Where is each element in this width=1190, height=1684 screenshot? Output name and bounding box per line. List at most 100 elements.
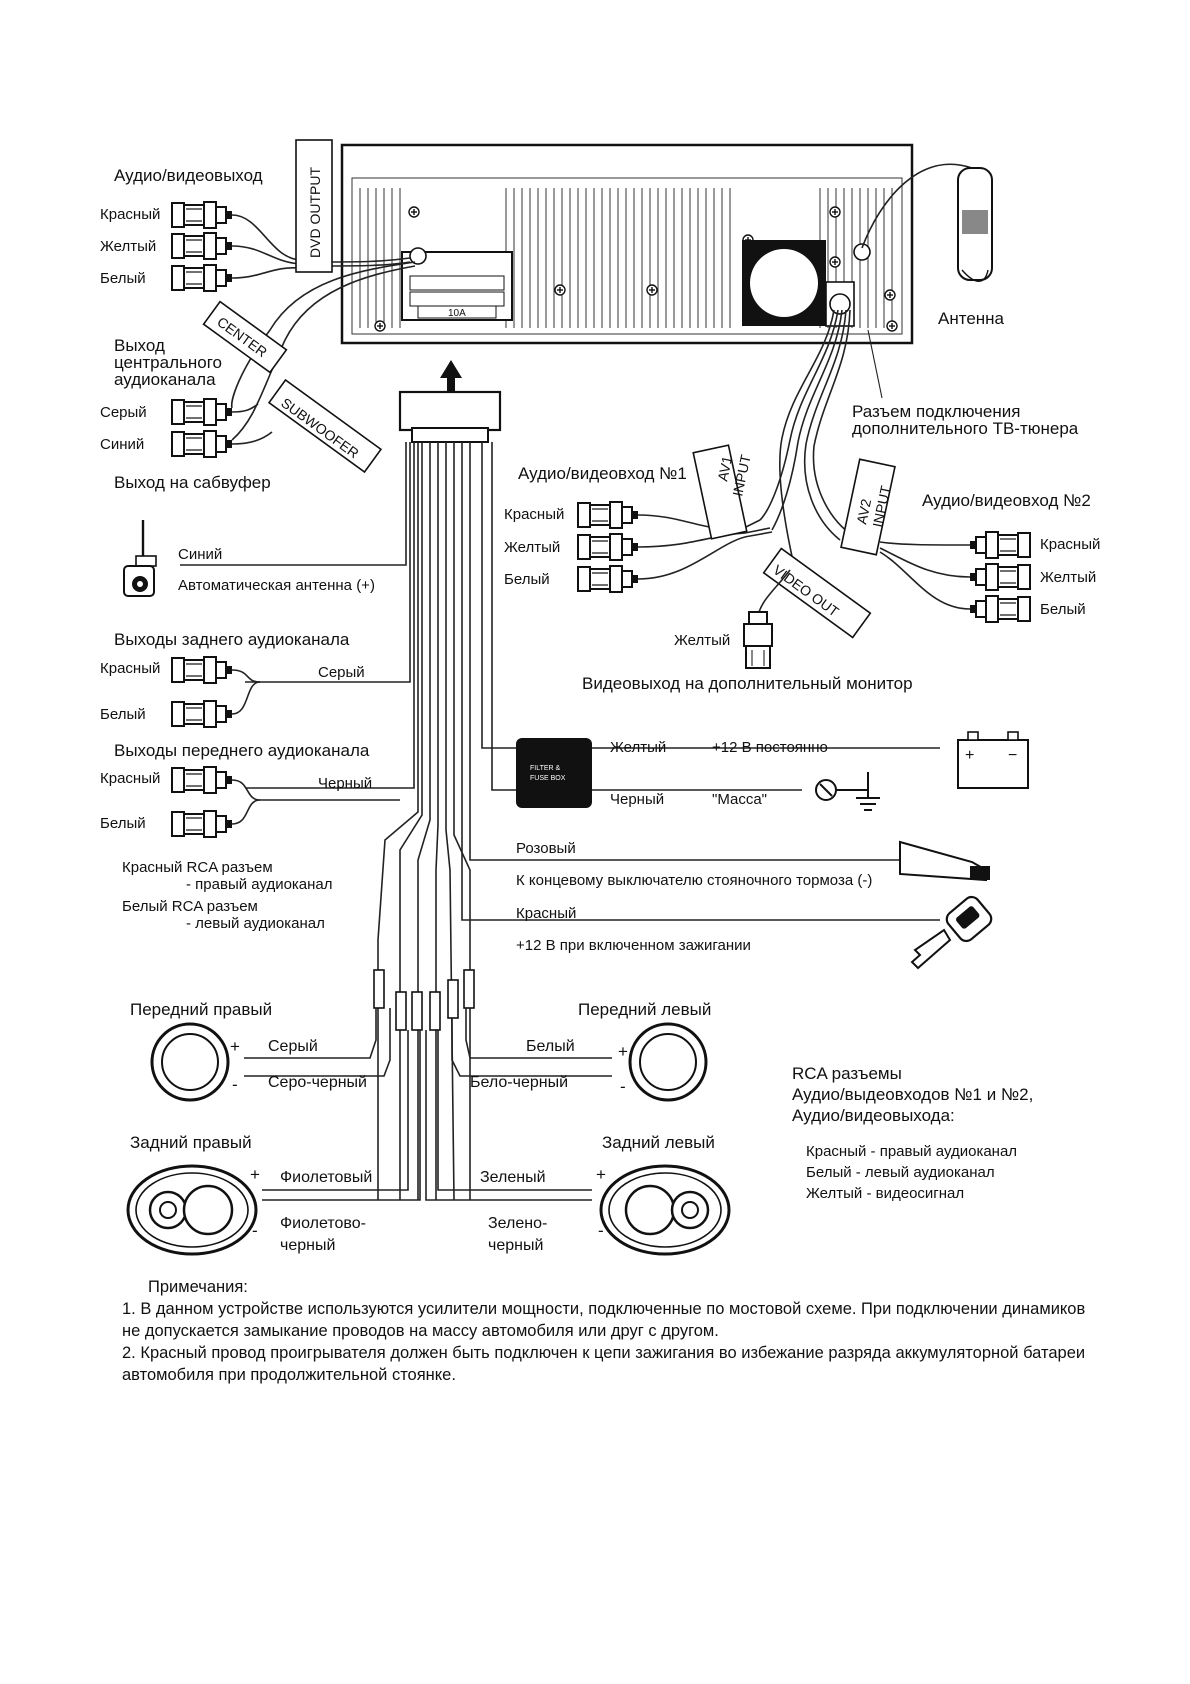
rl-minus-sign: - (598, 1221, 604, 1240)
av-in2-white-rca-icon (969, 595, 1031, 623)
av-out-red-rca-icon (171, 201, 233, 229)
rr-plus-wire: Фиолетовый (280, 1169, 372, 1186)
video-out-title: Видеовыход на дополнительный монитор (582, 674, 913, 693)
svg-text:+: + (965, 747, 974, 764)
rear-red-rca-icon (171, 656, 233, 684)
antenna-icon (861, 163, 993, 282)
av-in1-red-label: Красный (504, 506, 564, 523)
fuse-label: 10A (448, 308, 466, 319)
rear-left-title: Задний левый (602, 1133, 715, 1152)
front-out-title: Выходы переднего аудиоканала (114, 741, 370, 760)
front-red-rca-icon (171, 766, 233, 794)
subwoofer-rca-icon (171, 430, 233, 458)
av-in1-title: Аудио/видеовход №1 (518, 464, 687, 483)
fl-minus-wire: Бело-черный (470, 1074, 568, 1091)
red-label: Красный (516, 905, 576, 922)
pink-desc: К концевому выключателю стояночного торм… (516, 872, 872, 889)
rear-out-white-label: Белый (100, 706, 146, 723)
front-out-wire: Черный (318, 775, 372, 792)
rr-minus-wire-1: Фиолетово- (280, 1215, 366, 1232)
av1-input-tag: AV1 INPUT (692, 444, 754, 540)
rca-note-line1: Красный RCA разъем (122, 859, 273, 876)
svg-text:AV1: AV1 (714, 454, 735, 482)
av-in1-red-rca-icon (577, 501, 639, 529)
tuner-label-2: дополнительного ТВ-тюнера (852, 419, 1079, 438)
red-desc: +12 В при включенном зажигании (516, 937, 751, 954)
av-in2-red-rca-icon (969, 531, 1031, 559)
video-out-yellow-label: Желтый (674, 632, 730, 649)
svg-text:−: − (1008, 747, 1017, 764)
front-white-rca-icon (171, 810, 233, 838)
rl-minus-wire-1: Зелено- (488, 1215, 547, 1232)
notes-block: Примечания: 1. В данном устройстве испол… (122, 1276, 1102, 1386)
svg-text:AV2: AV2 (853, 497, 874, 525)
center-rca-icon (171, 398, 233, 426)
pink-label: Розовый (516, 840, 576, 857)
rl-plus-sign: + (596, 1165, 606, 1184)
front-left-speaker-icon (628, 1022, 708, 1102)
note-1: 1. В данном устройстве используются усил… (122, 1300, 1086, 1340)
rca-legend-red: Красный - правый аудиоканал (806, 1143, 1017, 1160)
rca-note-line2: - правый аудиоканал (186, 876, 333, 893)
av-in2-title: Аудио/видеовход №2 (922, 491, 1091, 510)
av-in2-white-label: Белый (1040, 601, 1086, 618)
power-yellow-desc: +12 В постоянно (712, 739, 828, 756)
av-in1-white-label: Белый (504, 571, 550, 588)
av-in1-yellow-label: Желтый (504, 539, 560, 556)
av-in2-red-label: Красный (1040, 536, 1100, 553)
antenna-label: Антенна (938, 309, 1005, 328)
center-title-2: центрального (114, 353, 222, 372)
av-in2-yellow-rca-icon (969, 563, 1031, 591)
av-out-title: Аудио/видеовыход (114, 166, 263, 185)
fl-plus-wire: Белый (526, 1038, 575, 1055)
dvd-output-tag: DVD OUTPUT (295, 139, 333, 273)
rear-right-speaker-icon (126, 1164, 258, 1256)
auto-antenna-wire: Синий (178, 546, 222, 563)
svg-text:FILTER &: FILTER & (530, 765, 561, 772)
sub-gray-label: Серый (100, 404, 147, 421)
av-in1-yellow-rca-icon (577, 533, 639, 561)
av2-input-tag: AV2 INPUT (840, 458, 896, 556)
av-out-yellow-label: Желтый (100, 238, 156, 255)
power-yellow-label: Желтый (610, 739, 666, 756)
power-black-label: Черный (610, 791, 664, 808)
connect-arrow-icon (440, 360, 462, 395)
fr-minus-wire: Серо-черный (268, 1074, 367, 1091)
center-title-3: аудиоканала (114, 370, 216, 389)
inline-fuses (373, 969, 475, 1031)
ground-icon (815, 772, 880, 811)
rear-out-red-label: Красный (100, 660, 160, 677)
av-out-red-label: Красный (100, 206, 160, 223)
front-right-speaker-icon (150, 1022, 230, 1102)
rca-note-line4: - левый аудиоканал (186, 915, 325, 932)
svg-text:DVD OUTPUT: DVD OUTPUT (307, 167, 323, 258)
power-black-desc: "Масса" (712, 791, 767, 808)
front-out-white-label: Белый (100, 815, 146, 832)
tuner-label-1: Разъем подключения (852, 402, 1020, 421)
rear-right-title: Задний правый (130, 1133, 252, 1152)
rear-white-rca-icon (171, 700, 233, 728)
harness-plug (398, 390, 502, 443)
battery-icon: + − (957, 731, 1029, 789)
fl-minus-sign: - (620, 1077, 626, 1096)
auto-antenna-icon (123, 520, 157, 597)
rear-out-wire: Серый (318, 664, 365, 681)
parking-brake-icon (899, 840, 990, 882)
head-unit: 10A (340, 143, 914, 345)
rca-note-line3: Белый RCA разъем (122, 898, 258, 915)
ignition-key-icon (910, 895, 993, 970)
rca-legend-line2: Аудио/выдеовходов №1 и №2, (792, 1085, 1033, 1104)
notes-title: Примечания: (148, 1278, 248, 1296)
av-out-white-rca-icon (171, 264, 233, 292)
front-out-red-label: Красный (100, 770, 160, 787)
sub-blue-label: Синий (100, 436, 144, 453)
note-2: 2. Красный провод проигрывателя должен б… (122, 1344, 1086, 1384)
svg-text:FUSE BOX: FUSE BOX (530, 775, 566, 782)
video-out-plug-icon (743, 611, 773, 669)
rca-legend-yellow: Желтый - видеосигнал (806, 1185, 964, 1202)
rl-plus-wire: Зеленый (480, 1169, 546, 1186)
filter-fuse-box: FILTER & FUSE BOX (516, 738, 592, 808)
av-out-yellow-rca-icon (171, 232, 233, 260)
av-out-white-label: Белый (100, 270, 146, 287)
